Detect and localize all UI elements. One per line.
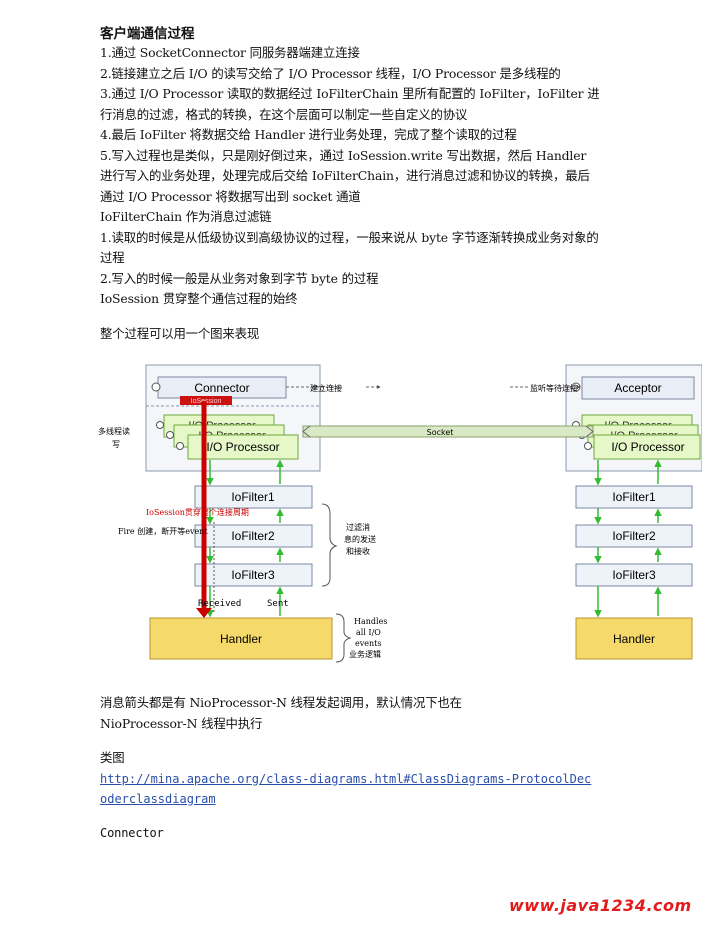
client-step-4: 4.最后 IoFilter 将数据交给 Handler 进行业务处理，完成了整个… [100,127,517,142]
connector-label: Connector [194,381,249,395]
section-title-client: 客户端通信过程 [100,26,195,42]
acceptor-box [581,376,695,400]
handler-brace [335,613,352,663]
class-diagram-title: 类图 [100,750,125,765]
client-step-5: 5.写入过程也是类似，只是刚好倒过来，通过 IoSession.write 写出… [100,147,590,204]
document-lower: 消息箭头都是有 NioProcessor-N 线程发起调用，默认情况下也在 Ni… [100,693,600,843]
watermark: www.java1234.com [509,896,692,915]
filter-right-2-label: IoFilter2 [612,529,656,543]
session-label: IoSession贯穿整个连接周期 [146,507,249,517]
connect-label: 建立连接 [310,383,342,393]
filter-left-3-label: IoFilter3 [231,568,275,582]
class-diagram-link[interactable]: http://mina.apache.org/class-diagrams.ht… [100,771,592,806]
arrow-thread-note: 消息箭头都是有 NioProcessor-N 线程发起调用，默认情况下也在 Ni… [100,695,462,731]
listen-label: 监听等待连接 [530,383,578,393]
filter-left-1 [194,485,313,509]
filter-brace [321,503,338,587]
session-note: IoSession 贯穿整个通信过程的始终 [100,291,298,306]
filter-left-3 [194,563,313,587]
handler-note-4: 业务逻辑 [349,649,381,659]
multithread-label-2: 写 [112,440,120,449]
processor-right-label: I/O Processor [611,440,684,454]
filter-right-3 [575,563,693,587]
filterchain-point-1: 1.读取的时候是从低级协议到高级协议的过程，一般来说从 byte 字节逐渐转换成… [100,229,599,266]
client-step-3: 3.通过 I/O Processor 读取的数据经过 IoFilterChain… [100,86,600,122]
connector-heading: Connector [100,825,164,840]
section-title-filterchain: IoFilterChain 作为消息过滤链 [100,209,272,224]
handler-note-2: all I/O [356,628,381,637]
handler-note-3: events [355,639,381,648]
filter-right-1-label: IoFilter1 [612,490,656,504]
filter-right-1 [575,485,693,509]
filter-note-2: 息的发送 [344,534,376,544]
socket-label: Socket [427,428,454,437]
handler-left-box [149,617,333,660]
filter-left-2-label: IoFilter2 [231,529,275,543]
processor-right-box [593,434,701,460]
filter-left-1-label: IoFilter1 [231,490,275,504]
filterchain-point-2: 2.写入的时候一般是从业务对象到字节 byte 的过程 [100,270,379,286]
fire-event-label: Fire 创建，断开等event [118,526,208,536]
multithread-label-1: 多线程读 [98,426,130,436]
diagram-intro: 整个过程可以用一个图来表现 [100,325,260,341]
filter-note-3: 和接收 [346,546,370,556]
filter-left-2 [194,524,313,548]
handler-right-label: Handler [613,632,655,646]
filter-right-2 [575,524,693,548]
handler-right-box [575,617,693,660]
session-tag-label: IoSession [191,398,222,405]
handler-note-1: Handles [354,617,387,626]
processor-left-label: I/O Processor [206,440,279,454]
session-tag [180,396,232,405]
document-body: 客户端通信过程 1.通过 SocketConnector 同服务器端建立连接 2… [100,25,600,344]
acceptor-label: Acceptor [614,381,661,395]
mina-architecture-diagram: Connector IoSession I/O Processor I/O Pr… [98,364,702,663]
received-label: Received [198,599,241,609]
filter-note-1: 过滤消 [346,522,370,532]
client-step-2: 2.链接建立之后 I/O 的读写交给了 I/O Processor 线程，I/O… [100,65,561,81]
handler-left-label: Handler [220,632,262,646]
sent-label: Sent [267,599,289,609]
client-step-1: 1.通过 SocketConnector 同服务器端建立连接 [100,45,360,60]
processor-group-frame [145,405,321,472]
filter-right-3-label: IoFilter3 [612,568,656,582]
